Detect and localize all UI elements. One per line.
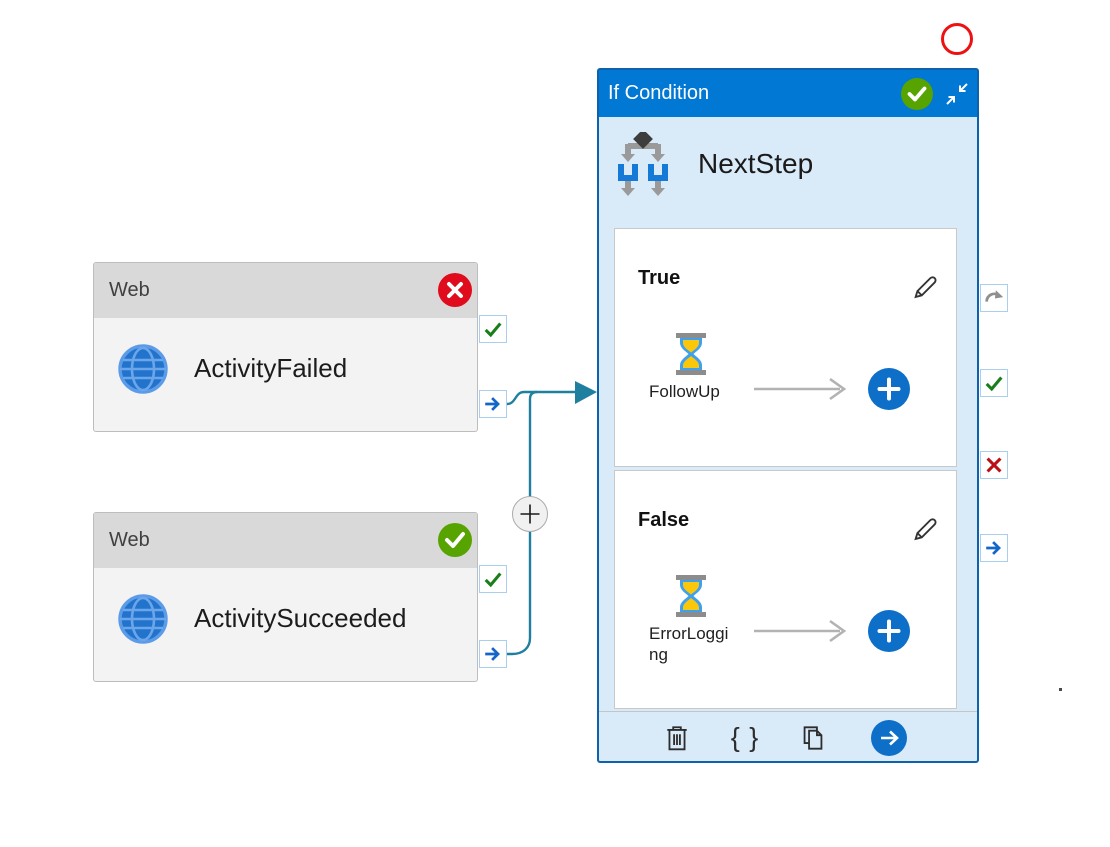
check-icon xyxy=(484,322,502,338)
plus-icon xyxy=(520,504,540,524)
arrow-right-circle-icon xyxy=(871,719,907,756)
branch-label: True xyxy=(638,267,681,289)
output-port[interactable] xyxy=(980,534,1008,562)
wait-activity-hourglass-icon[interactable] xyxy=(669,332,713,376)
if-condition-header[interactable]: If Condition xyxy=(599,70,977,117)
add-activity-button[interactable] xyxy=(868,368,910,410)
arrow-right-icon xyxy=(986,541,1001,555)
branch-activity-name: FollowUp xyxy=(649,382,720,401)
edit-pencil-icon[interactable] xyxy=(911,273,939,301)
branch-link-arrow xyxy=(754,619,847,643)
activity-node-body: ActivitySucceeded xyxy=(94,568,477,683)
if-condition-node[interactable]: If Condition NextStep True xyxy=(597,68,979,763)
activity-node-header: Web xyxy=(94,263,477,318)
completion-port[interactable] xyxy=(980,284,1008,312)
branch-activity-name: ErrorLogging xyxy=(649,624,729,665)
true-branch-card[interactable]: True FollowUp xyxy=(614,228,957,467)
braces-icon: { } xyxy=(730,722,760,752)
branch-link-arrow xyxy=(754,377,847,401)
false-branch-card[interactable]: False ErrorLogging xyxy=(614,470,957,709)
activity-name: ActivitySucceeded xyxy=(194,603,407,633)
succeeded-status-badge-icon xyxy=(901,77,933,110)
activity-name: ActivityFailed xyxy=(194,353,348,383)
success-port[interactable] xyxy=(479,565,507,593)
if-condition-name: NextStep xyxy=(698,148,814,179)
add-activity-on-link-button[interactable] xyxy=(512,496,548,532)
failed-status-badge-icon xyxy=(438,273,472,307)
activity-node-body: ActivityFailed xyxy=(94,318,477,433)
add-activity-button[interactable] xyxy=(868,610,910,652)
success-port[interactable] xyxy=(980,369,1008,397)
activity-type-label: Web xyxy=(109,529,150,551)
trash-icon xyxy=(667,725,687,750)
stray-dot xyxy=(1059,688,1062,691)
delete-button[interactable] xyxy=(664,724,690,752)
check-icon xyxy=(484,572,502,588)
cross-icon xyxy=(986,457,1002,473)
output-port[interactable] xyxy=(479,390,507,418)
annotation-circle xyxy=(941,23,973,55)
activity-node-header: Web xyxy=(94,513,477,568)
wait-activity-hourglass-icon[interactable] xyxy=(669,574,713,618)
failure-port[interactable] xyxy=(980,451,1008,479)
output-port[interactable] xyxy=(479,640,507,668)
web-globe-icon xyxy=(118,594,168,644)
arrow-right-icon xyxy=(485,397,500,411)
activity-node-web-succeeded[interactable]: Web ActivitySucceeded xyxy=(93,512,478,682)
branch-label: False xyxy=(638,509,690,531)
arrow-right-icon xyxy=(485,647,500,661)
if-condition-icon xyxy=(618,132,668,196)
copy-button[interactable] xyxy=(800,724,827,751)
web-globe-icon xyxy=(118,344,168,394)
collapse-icon[interactable] xyxy=(945,82,969,106)
if-condition-toolbar: { } xyxy=(599,711,977,763)
copy-icon xyxy=(803,725,823,750)
if-condition-type-label: If Condition xyxy=(608,82,710,104)
activity-type-label: Web xyxy=(109,279,150,301)
completion-arrow-icon xyxy=(985,290,1004,302)
edit-pencil-icon[interactable] xyxy=(911,515,939,543)
check-icon xyxy=(985,376,1003,392)
activity-node-web-failed[interactable]: Web ActivityFailed xyxy=(93,262,478,432)
code-button[interactable]: { } xyxy=(731,722,760,753)
navigate-button[interactable] xyxy=(871,719,907,756)
succeeded-status-badge-icon xyxy=(438,523,472,557)
success-port[interactable] xyxy=(479,315,507,343)
